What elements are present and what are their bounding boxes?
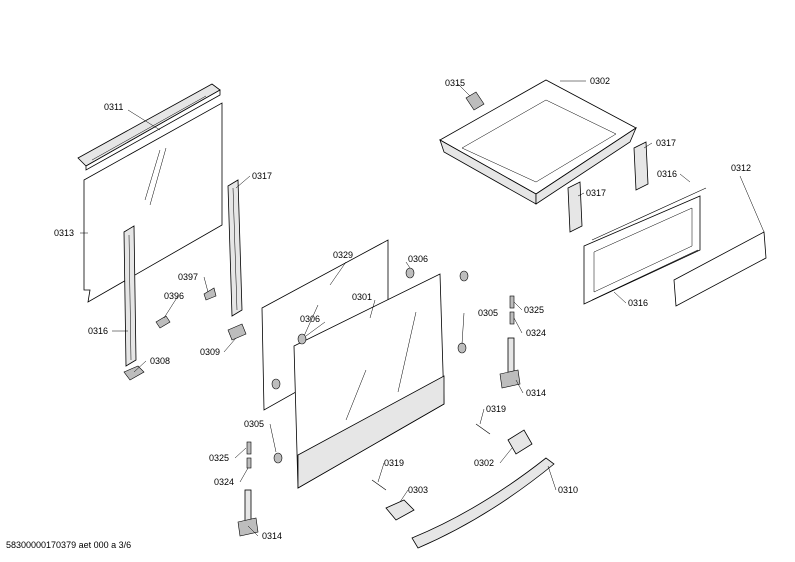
label-0302-handle: 0302 xyxy=(474,458,494,468)
shelf-bracket-upper-part xyxy=(633,141,649,191)
door-seal-lower-part xyxy=(591,249,699,301)
hinge-right-part xyxy=(499,337,521,389)
label-0317-lower: 0317 xyxy=(586,188,606,198)
label-0329: 0329 xyxy=(333,250,353,260)
label-0325-left: 0325 xyxy=(209,453,229,463)
label-0306-left: 0306 xyxy=(300,314,320,324)
leader-lines xyxy=(80,80,765,537)
bottom-clip-part xyxy=(123,365,145,381)
label-0301: 0301 xyxy=(352,292,372,302)
hinge-bracket-part xyxy=(227,323,247,341)
label-0315: 0315 xyxy=(445,78,465,88)
drawing-number: 58300000170379 aet 000 a 3/6 xyxy=(6,540,132,550)
handle-end-cap-part xyxy=(385,499,415,521)
screws-part xyxy=(371,423,491,491)
label-0325-right: 0325 xyxy=(524,305,544,315)
label-0319-left: 0319 xyxy=(384,458,404,468)
label-0317-left: 0317 xyxy=(252,171,272,181)
door-seal-upper-part xyxy=(591,187,707,241)
inner-door-glass-part xyxy=(583,195,701,305)
label-0324-right: 0324 xyxy=(526,328,546,338)
handle-end-cap-right-part xyxy=(507,429,533,455)
label-0308: 0308 xyxy=(150,356,170,366)
label-0302-tray: 0302 xyxy=(590,76,610,86)
label-0312: 0312 xyxy=(731,163,751,173)
door-bumpers-part xyxy=(271,267,469,464)
small-clip-part xyxy=(155,315,171,329)
label-0314-right: 0314 xyxy=(526,388,546,398)
label-0316-upper: 0316 xyxy=(657,169,677,179)
label-0309: 0309 xyxy=(200,347,220,357)
label-0314-left: 0314 xyxy=(262,531,282,541)
label-0324-left: 0324 xyxy=(214,477,234,487)
top-trim-bar-part xyxy=(77,83,221,171)
baking-tray-part xyxy=(439,79,637,205)
small-catch-part xyxy=(203,287,217,301)
label-0305-left: 0305 xyxy=(244,419,264,429)
label-0396: 0396 xyxy=(164,291,184,301)
inner-glass-panel-part xyxy=(83,102,223,303)
shelf-bracket-lower-part xyxy=(567,181,583,233)
label-0303: 0303 xyxy=(408,485,428,495)
label-0311: 0311 xyxy=(104,102,123,112)
outer-door-glass-part xyxy=(293,273,445,489)
label-0397: 0397 xyxy=(178,272,198,282)
hinge-left-part xyxy=(237,489,259,537)
left-side-rail-part xyxy=(123,225,137,367)
label-0319-right: 0319 xyxy=(486,404,506,414)
label-0313: 0313 xyxy=(54,228,74,238)
right-side-rail-part xyxy=(227,179,243,317)
label-0310: 0310 xyxy=(558,485,578,495)
hinge-pins-right-part xyxy=(509,295,515,325)
label-0305-right: 0305 xyxy=(478,308,498,318)
outer-pane-part xyxy=(673,231,767,307)
label-0316-lower: 0316 xyxy=(628,298,648,308)
tray-clip-part xyxy=(465,91,485,111)
label-0317-upper: 0317 xyxy=(656,138,676,148)
label-0306-right: 0306 xyxy=(408,254,428,264)
door-handle-bar-part xyxy=(411,457,555,549)
hinge-pins-left-part xyxy=(246,441,252,469)
label-0316-left: 0316 xyxy=(88,326,108,336)
